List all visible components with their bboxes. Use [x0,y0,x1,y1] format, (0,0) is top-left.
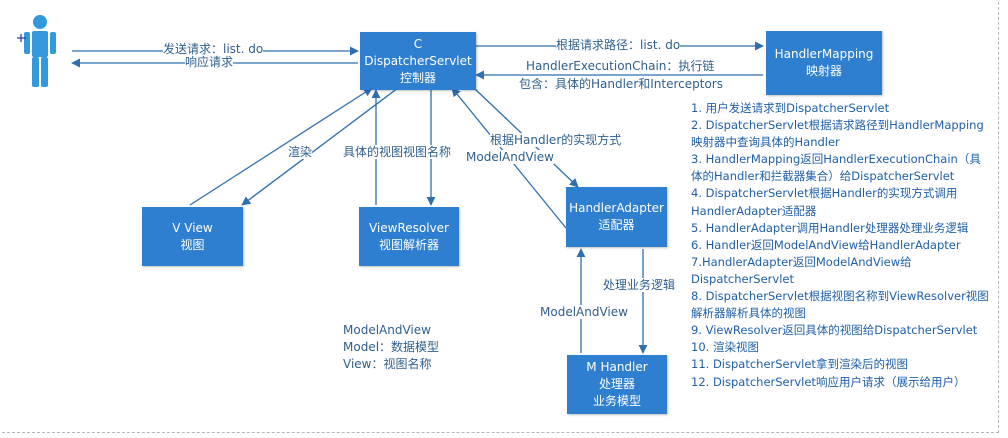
handler-box: M Handler 处理器 业务模型 [567,355,667,414]
step-item: 5. HandlerAdapter调用Handler处理器处理业务逻辑 [691,220,969,235]
step-item: 3. HandlerMapping返回HandlerExecutionChain… [691,152,981,184]
dispatcher-line1: C [413,36,423,51]
steps-list: 1. 用户发送请求到DispatcherServlet 2. Dispatche… [691,100,991,391]
view-line1: V View [172,220,213,235]
label-chain-contains: 包含：具体的Handler和Interceptors [519,77,723,91]
step-item: 8. DispatcherServlet根据视图名称到ViewResolver视… [691,289,989,321]
step-item: 1. 用户发送请求到DispatcherServlet [691,101,890,115]
mapping-line2: 映射器 [805,64,842,78]
label-process-logic: 处理业务逻辑 [603,278,676,292]
resolver-line1: ViewResolver [368,220,449,235]
user-icon [24,15,56,87]
legend-line: View：视图名称 [343,357,432,371]
label-view-name: 具体的视图视图名称 [343,145,452,159]
arrow-dispatcher-to-view [241,87,399,206]
handler-adapter-box: HandlerAdapter 适配器 [566,187,667,247]
step-item: 11. DispatcherServlet拿到渲染后的视图 [691,357,908,372]
view-line2: 视图 [180,237,205,252]
label-model-and-view-lower: ModelAndView [540,305,628,319]
adapter-line2: 适配器 [598,218,635,232]
label-by-implementation: 根据Handler的实现方式 [490,133,622,147]
mapping-line1: HandlerMapping [774,47,874,61]
diagram-frame [2,2,999,433]
dispatcher-line2: DispatcherServlet [364,53,472,68]
arrow-view-to-dispatcher [189,87,373,206]
step-item: 10. 渲染视图 [691,340,759,355]
step-item: 9. ViewResolver返回具体的视图给DispatcherServlet [691,323,978,338]
handler-line1: M Handler [586,360,648,374]
step-item: 12. DispatcherServlet响应用户请求（展示给用户） [691,374,966,389]
legend-line: Model：数据模型 [343,340,440,354]
label-model-and-view-upper: ModelAndView [466,150,554,164]
view-resolver-box: ViewResolver 视图解析器 [359,207,459,266]
dispatcher-line3: 控制器 [399,70,436,85]
resolver-line2: 视图解析器 [378,237,439,252]
legend-line: ModelAndView [343,323,431,337]
model-and-view-legend: ModelAndView Model：数据模型 View：视图名称 [343,322,439,373]
view-box: V View 视图 [142,207,243,266]
handler-mapping-box: HandlerMapping 映射器 [766,31,882,95]
adapter-line1: HandlerAdapter [569,201,664,215]
label-send-request: 发送请求：list. do [163,42,264,56]
cursor-mark-icon [17,34,26,42]
handler-line3: 业务模型 [592,394,641,408]
handler-line2: 处理器 [598,377,635,391]
step-item: 6. Handler返回ModelAndView给HandlerAdapter [691,237,961,252]
step-item: 7.HandlerAdapter返回ModelAndView给Dispatche… [691,254,912,286]
label-response: 响应请求 [185,55,234,69]
label-render: 渲染 [288,145,313,159]
step-item: 4. DispatcherServlet根据Handler的实现方式调用Hand… [691,186,958,218]
dispatcher-servlet-box: C DispatcherServlet 控制器 [360,32,476,90]
label-execution-chain: HandlerExecutionChain：执行链 [526,59,715,73]
label-find-by-path: 根据请求路径：list. do [556,38,681,52]
step-item: 2. DispatcherServlet根据请求路径到HandlerMappin… [691,118,984,150]
